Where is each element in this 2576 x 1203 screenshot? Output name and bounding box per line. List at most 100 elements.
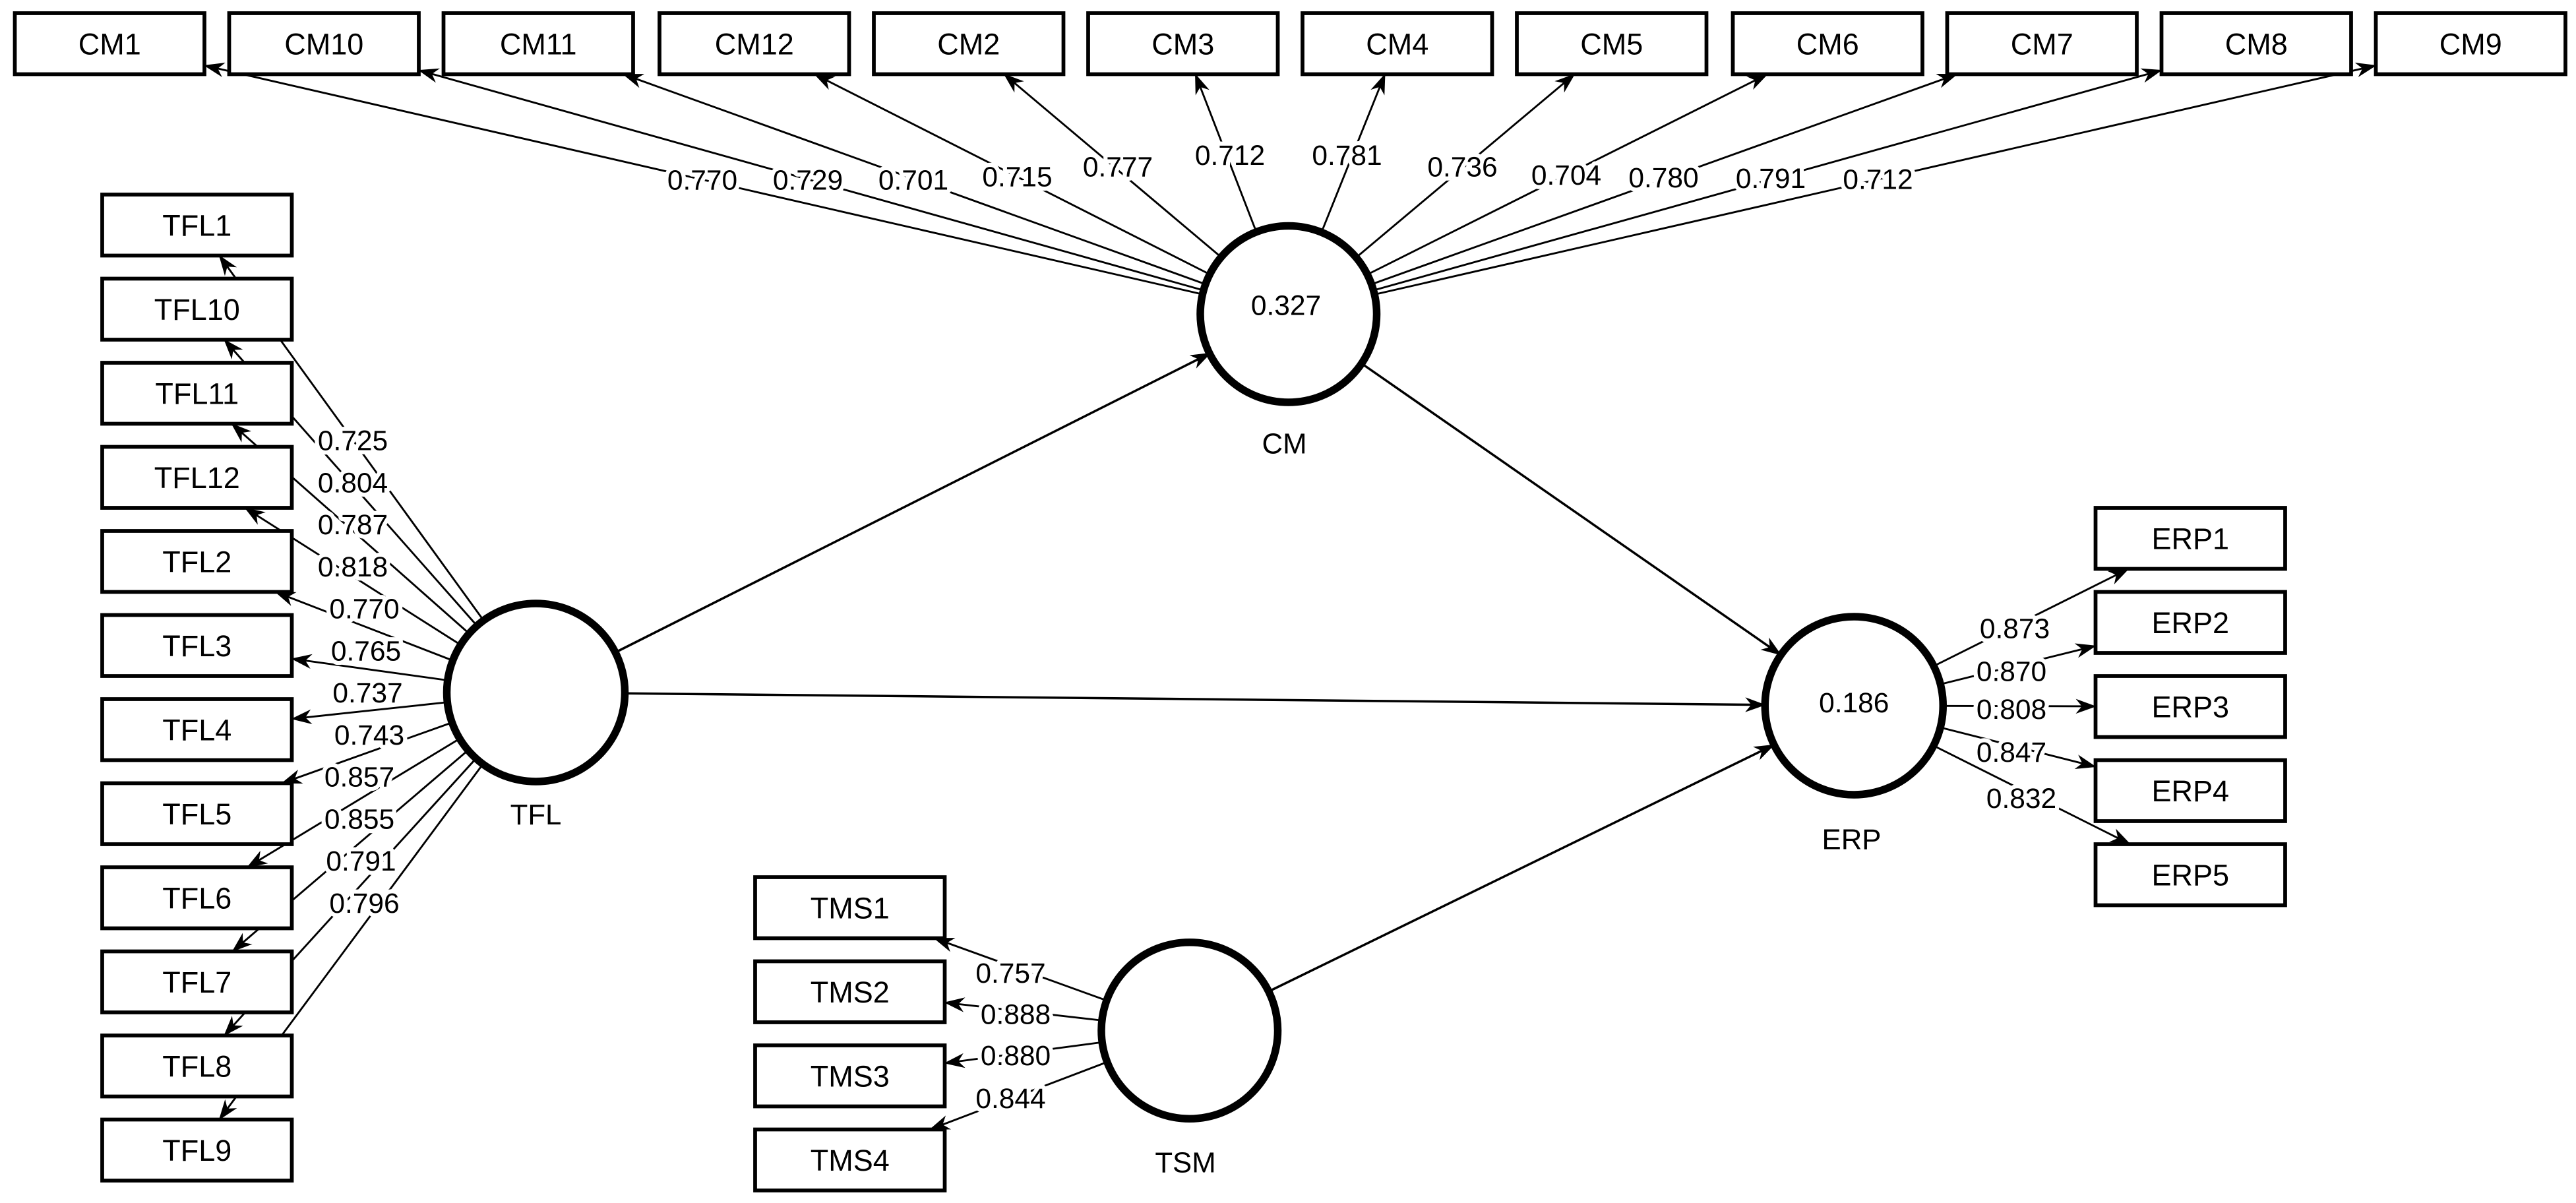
indicator-box-tms3	[753, 1043, 947, 1109]
indicator-label-tfl1: TFL1	[162, 209, 231, 243]
loading-cm6: 0.704	[1531, 160, 1601, 191]
cm-indicator-boxes: CM1 CM10 CM11 CM12 CM2 CM3 CM4 CM5 CM6 C…	[13, 11, 2567, 77]
indicator-box-tfl4	[100, 697, 294, 762]
indicator-box-erp4	[2093, 758, 2287, 823]
indicator-box-tfl10	[100, 276, 294, 342]
construct-label-cm: CM	[1262, 428, 1306, 460]
indicator-label-cm12: CM12	[715, 28, 794, 61]
indicator-box-cm12	[658, 11, 851, 77]
indicator-label-tms2: TMS2	[811, 975, 890, 1009]
indicator-arrow-tfl4	[291, 701, 448, 724]
loading-erp5: 0.832	[1986, 784, 2056, 815]
indicator-arrow-cm12	[813, 73, 1211, 276]
indicator-arrow-cm4	[1320, 73, 1386, 233]
loading-erp2: 0.870	[1977, 657, 2046, 688]
loading-cm2: 0.777	[1083, 152, 1153, 183]
loading-tfl7: 0.855	[324, 804, 394, 835]
loading-cm9: 0.712	[1843, 164, 1913, 195]
indicator-box-cm8	[2159, 11, 2353, 77]
loading-tms2: 0.888	[981, 1000, 1051, 1031]
indicator-arrow-cm3	[1194, 73, 1258, 233]
indicator-arrow-tfl5	[281, 722, 452, 784]
indicator-arrow-tms4	[929, 1061, 1108, 1130]
loading-cm8: 0.791	[1736, 164, 1806, 195]
loading-tfl4: 0.737	[332, 678, 402, 709]
indicator-label-erp5: ERP5	[2151, 859, 2229, 892]
indicator-box-cm7	[1945, 11, 2139, 77]
loading-cm10: 0.729	[773, 166, 843, 197]
loading-tms1: 0.757	[975, 958, 1045, 989]
indicator-arrow-erp4	[1940, 726, 2097, 770]
indicator-label-tfl4: TFL4	[162, 714, 231, 747]
tfl-indicator-boxes: TFL1 TFL10 TFL11 TFL12 TFL2 TFL3 TFL4 TF…	[100, 193, 294, 1183]
indicator-box-tfl12	[100, 445, 294, 510]
indicator-box-cm11	[441, 11, 635, 77]
loading-tfl3: 0.765	[331, 636, 401, 667]
indicator-label-tfl11: TFL11	[155, 377, 239, 411]
indicator-box-erp1	[2093, 506, 2287, 571]
indicator-label-tfl2: TFL2	[162, 545, 231, 579]
indicator-box-cm1	[13, 11, 206, 77]
indicator-label-erp1: ERP1	[2151, 522, 2229, 556]
loading-tfl2: 0.770	[329, 594, 399, 625]
indicator-arrow-erp2	[1940, 643, 2097, 685]
loading-tfl11: 0.787	[318, 510, 388, 541]
loading-tms4: 0.844	[975, 1084, 1045, 1115]
indicator-box-cm4	[1301, 11, 1494, 77]
path-tfl-to-erp	[625, 692, 1766, 712]
indicator-label-tfl7: TFL7	[162, 966, 231, 999]
construct-circle-cm	[1196, 222, 1381, 406]
construct-circle-erp	[1761, 613, 1947, 799]
r-squared-cm: 0.327	[1251, 291, 1321, 322]
loading-cm4: 0.781	[1312, 140, 1382, 171]
loading-cm12: 0.715	[982, 162, 1052, 193]
construct-label-tfl: TFL	[510, 799, 562, 831]
indicator-label-tfl12: TFL12	[154, 461, 240, 495]
tms-loading-labels: 0.757 0.888 0.880 0.844	[971, 954, 1055, 1119]
indicator-arrow-cm1	[203, 62, 1203, 295]
path-cm-to-erp	[1361, 362, 1782, 656]
indicator-box-tfl9	[100, 1117, 294, 1183]
loading-erp4: 0.847	[1977, 737, 2046, 768]
construct-label-erp: ERP	[1822, 824, 1882, 856]
indicator-label-cm2: CM2	[937, 28, 1000, 61]
construct-label-tsm: TSM	[1155, 1147, 1215, 1179]
tfl-loading-labels: 0.725 0.804 0.787 0.818 0.770 0.765 0.73…	[314, 421, 409, 923]
indicator-label-tfl3: TFL3	[162, 629, 231, 663]
construct-circle-tsm	[1097, 939, 1282, 1123]
indicator-label-cm4: CM4	[1366, 28, 1428, 61]
loading-tfl9: 0.796	[329, 888, 399, 919]
loading-erp1: 0.873	[1980, 614, 2050, 645]
indicator-arrow-cm6	[1366, 73, 1769, 276]
indicator-arrow-erp1	[1933, 568, 2130, 667]
indicator-arrow-tfl3	[291, 654, 448, 681]
indicator-box-tfl6	[100, 865, 294, 931]
loading-tfl6: 0.857	[324, 762, 394, 793]
indicator-box-cm9	[2374, 11, 2567, 77]
indicator-box-cm3	[1086, 11, 1280, 77]
indicator-label-erp2: ERP2	[2151, 606, 2229, 640]
structural-paths	[615, 352, 1782, 993]
indicator-box-cm2	[872, 11, 1066, 77]
indicator-label-tms1: TMS1	[811, 892, 890, 925]
loading-tms3: 0.880	[981, 1041, 1051, 1072]
indicator-arrow-cm2	[1003, 73, 1222, 259]
indicator-label-cm6: CM6	[1796, 28, 1859, 61]
cm-indicator-arrows	[203, 62, 2377, 295]
indicator-arrow-tms2	[944, 997, 1103, 1022]
indicator-label-cm10: CM10	[284, 28, 363, 61]
construct-circle-tfl	[443, 600, 629, 786]
indicator-arrow-erp5	[1933, 745, 2131, 846]
indicator-label-tfl6: TFL6	[162, 882, 231, 915]
indicator-label-tfl5: TFL5	[162, 797, 231, 831]
indicator-box-erp2	[2093, 590, 2287, 655]
indicator-arrow-cm10	[417, 68, 1204, 292]
indicator-box-erp3	[2093, 674, 2287, 739]
tms-indicator-boxes: TMS1 TMS2 TMS3 TMS4	[753, 875, 947, 1192]
loading-tfl5: 0.743	[334, 720, 404, 751]
cm-loading-labels: 0.770 0.729 0.701 0.715 0.777 0.712 0.78…	[663, 137, 1917, 200]
indicator-label-cm9: CM9	[2439, 28, 2502, 61]
loading-cm5: 0.736	[1427, 152, 1497, 183]
